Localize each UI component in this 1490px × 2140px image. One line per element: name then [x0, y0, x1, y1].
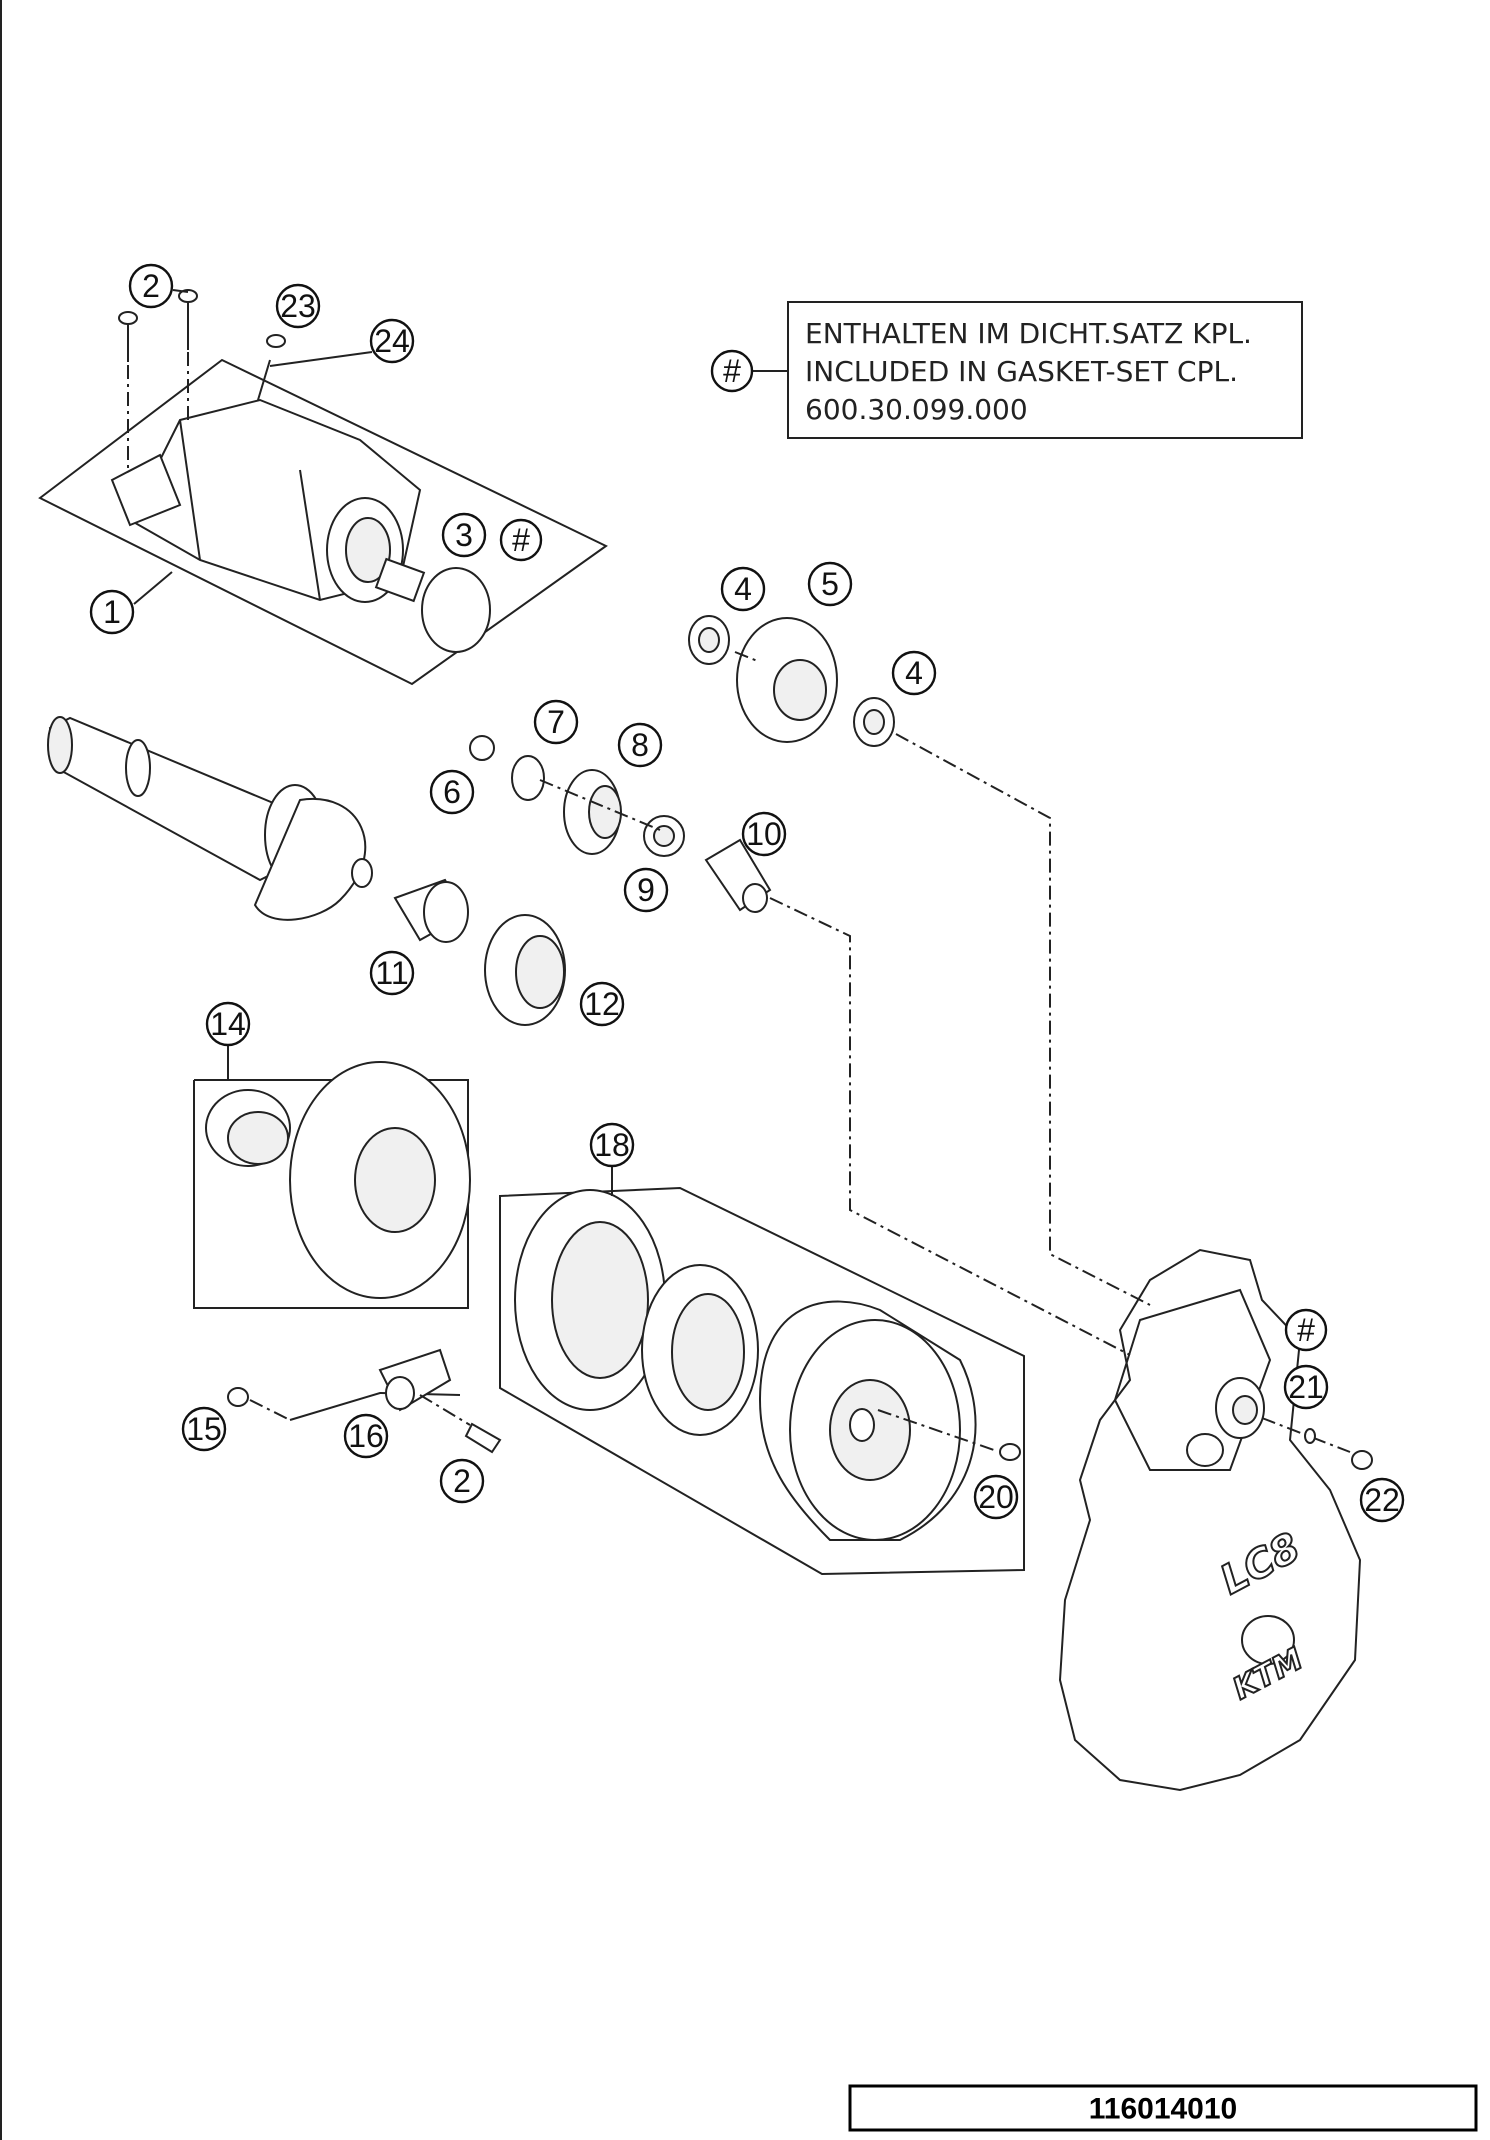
callout-23: 23 — [275, 283, 321, 329]
rotor-group — [499, 1166, 1025, 1576]
callout-16: 16 — [343, 1413, 389, 1459]
callout-3: 3 — [441, 512, 487, 558]
callout-23-label: 23 — [280, 288, 316, 324]
starter-motor-group — [38, 289, 608, 686]
rotor-frame — [499, 1186, 1025, 1576]
lever-group — [227, 1348, 502, 1454]
callout-18: 18 — [589, 1122, 635, 1168]
starter-shaft-group — [47, 716, 772, 1026]
callout-2a: 2 — [128, 263, 174, 309]
callout-1-label: 1 — [103, 594, 121, 630]
callout-4a-label: 4 — [734, 571, 752, 607]
idler-gear-group — [688, 615, 895, 747]
callout-8-label: 8 — [631, 727, 649, 763]
callout-7: 7 — [533, 699, 579, 745]
callout-2a-label: 2 — [142, 268, 160, 304]
callout-16-label: 16 — [348, 1418, 384, 1454]
note-part-number: 600.30.099.000 — [805, 393, 1028, 426]
callout-5-label: 5 — [821, 566, 839, 602]
callout-2b-label: 2 — [453, 1463, 471, 1499]
callout-11: 11 — [369, 950, 415, 996]
callout-12: 12 — [579, 981, 625, 1027]
note-box — [787, 301, 1303, 439]
callout-22: 22 — [1359, 1477, 1405, 1523]
callout-15-label: 15 — [186, 1411, 222, 1447]
drawing-number: 116014010 — [1089, 2093, 1238, 2126]
callout-10: 10 — [741, 811, 787, 857]
assembly-line-idler — [895, 733, 1151, 1306]
callout-hash-2-label: # — [1297, 1312, 1315, 1348]
callout-20-label: 20 — [978, 1479, 1014, 1515]
callout-14-label: 14 — [210, 1006, 246, 1042]
callout-24: 24 — [369, 318, 415, 364]
callout-21-label: 21 — [1288, 1369, 1324, 1405]
callout-2b: 2 — [439, 1458, 485, 1504]
callout-1: 1 — [89, 571, 173, 635]
callout-8: 8 — [617, 722, 663, 768]
starter-motor-frame — [38, 358, 608, 686]
callout-9: 9 — [623, 867, 669, 913]
callout-4a: 4 — [720, 566, 766, 612]
callout-11-label: 11 — [375, 955, 408, 991]
starter-shaft-shape — [48, 716, 302, 882]
callout-hash-1-label: # — [512, 522, 530, 558]
callout-15: 15 — [181, 1406, 227, 1452]
callout-3-label: 3 — [455, 517, 473, 553]
callout-14: 14 — [205, 1001, 251, 1047]
callout-9-label: 9 — [637, 872, 655, 908]
note-symbol: # — [723, 353, 741, 389]
callout-24-label: 24 — [374, 323, 410, 359]
callout-20: 20 — [973, 1474, 1019, 1520]
starter-gear-group — [193, 1045, 471, 1309]
gasket-note: # ENTHALTEN IM DICHT.SATZ KPL. INCLUDED … — [710, 301, 1303, 439]
callout-hash-1: # — [499, 518, 543, 562]
callout-hash-2: # — [1284, 1308, 1328, 1352]
drawing-number-box: 116014010 — [848, 2084, 1478, 2132]
gasket-3-shape — [421, 567, 491, 653]
callout-5: 5 — [807, 561, 853, 607]
callout-10-label: 10 — [746, 816, 782, 852]
callout-6-label: 6 — [443, 774, 461, 810]
callout-22-label: 22 — [1364, 1482, 1400, 1518]
callout-7-label: 7 — [547, 704, 565, 740]
callout-21: 21 — [1283, 1364, 1329, 1410]
callout-18-label: 18 — [594, 1127, 630, 1163]
callout-6: 6 — [429, 769, 475, 815]
note-line-de: ENTHALTEN IM DICHT.SATZ KPL. — [805, 317, 1252, 350]
callout-4b-label: 4 — [905, 655, 923, 691]
callout-12-label: 12 — [584, 986, 620, 1022]
callout-4b: 4 — [891, 650, 937, 696]
assembly-line-pin — [769, 897, 1131, 1356]
note-line-en: INCLUDED IN GASKET-SET CPL. — [805, 355, 1238, 388]
